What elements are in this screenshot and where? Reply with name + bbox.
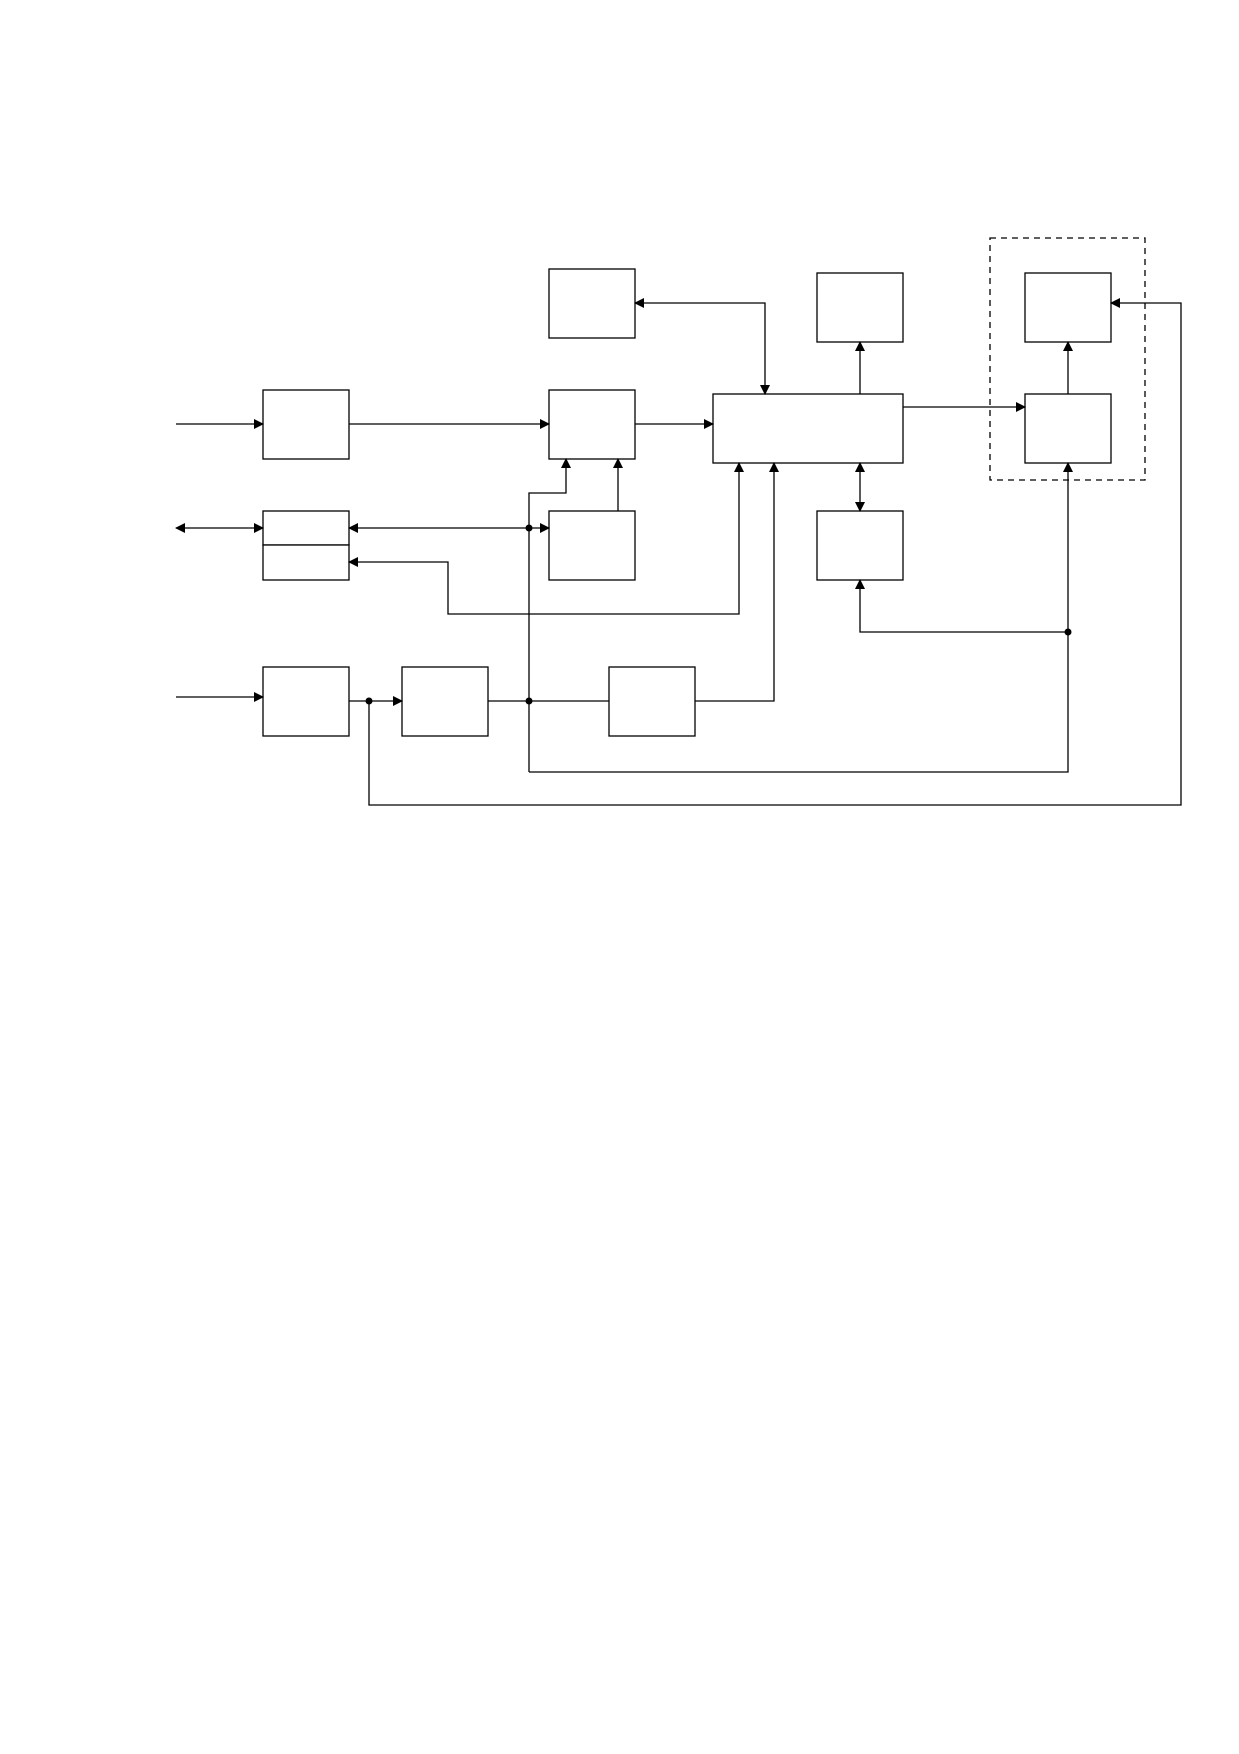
- junction-dot: [525, 524, 533, 532]
- mixer-block: [548, 389, 636, 460]
- bottom-mid-block: [608, 666, 696, 737]
- lower-mid-block: [548, 510, 636, 581]
- top-output-block: [816, 272, 904, 343]
- central-wide-block: [712, 393, 904, 464]
- junction-dot: [365, 697, 373, 705]
- io-block-lower-half: [262, 544, 350, 581]
- wire-block3-to-dashed-upper: [368, 298, 1182, 806]
- junction-dot: [1064, 628, 1072, 636]
- wire-topleft-central-bidirectional: [634, 298, 770, 395]
- dashed-upper-block: [1024, 272, 1112, 343]
- block-chain-2: [401, 666, 489, 737]
- top-left-block: [548, 268, 636, 339]
- wire-tap-to-bottom-bidirectional: [855, 579, 1068, 633]
- input-block-1: [262, 389, 350, 460]
- junction-dot: [525, 697, 533, 705]
- bottom-bidirectional-block: [816, 510, 904, 581]
- dashed-lower-block: [1024, 393, 1112, 464]
- wire-central-to-io-lower: [348, 462, 744, 615]
- wire-bus-to-mixer: [528, 458, 571, 772]
- wire-bus-to-dashed-lower: [529, 462, 1073, 773]
- wire-bottom-mid-to-central: [695, 462, 779, 702]
- io-block-upper-half: [262, 510, 350, 546]
- input-block-3: [262, 666, 350, 737]
